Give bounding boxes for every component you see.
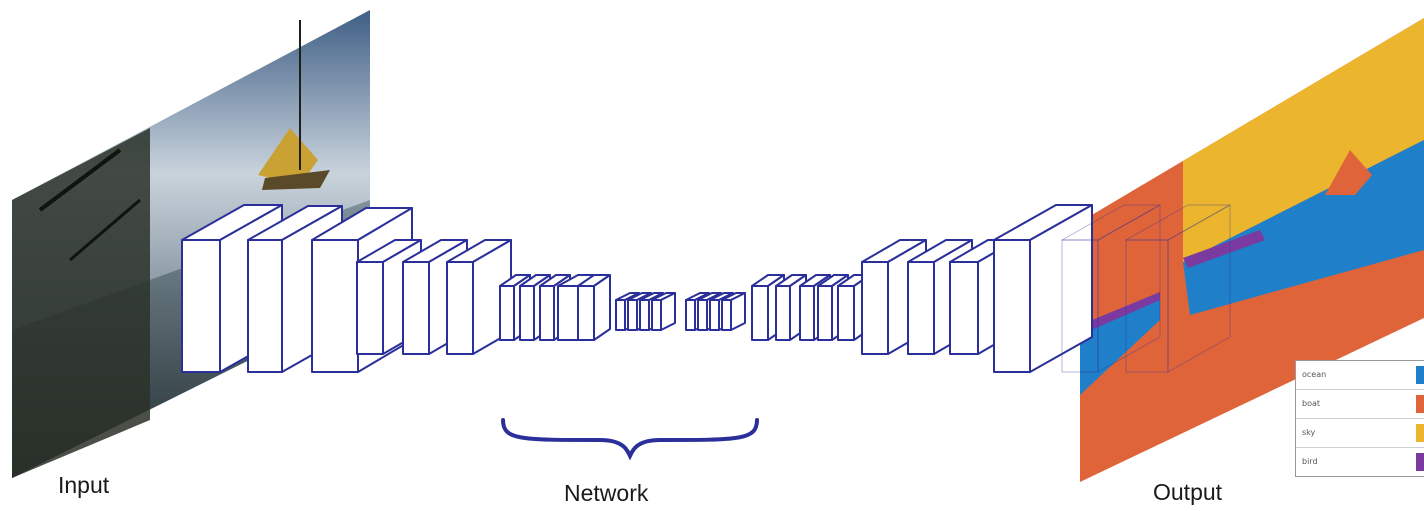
- legend-row-boat: boat: [1296, 390, 1424, 419]
- network-layer-block: [1125, 204, 1231, 373]
- sky-region: [1183, 18, 1424, 262]
- network-brace: [501, 418, 759, 461]
- network-layer-block: [993, 204, 1093, 373]
- legend-swatch: [1416, 395, 1424, 413]
- boat-sail: [258, 128, 318, 185]
- legend-swatch: [1416, 366, 1424, 384]
- input-label: Input: [58, 472, 110, 498]
- legend-label: ocean: [1302, 370, 1327, 379]
- legend: ocean boat sky bird: [1295, 360, 1424, 477]
- legend-label: boat: [1302, 399, 1321, 408]
- legend-row-ocean: ocean: [1296, 361, 1424, 390]
- legend-row-bird: bird: [1296, 448, 1424, 476]
- network-layer-block: [651, 292, 676, 331]
- legend-swatch: [1416, 424, 1424, 442]
- network-layers: [181, 204, 1231, 373]
- network-layer-block: [721, 292, 746, 331]
- network-layer-block: [1061, 204, 1161, 373]
- network-label: Network: [564, 480, 649, 506]
- network-layer-block: [577, 274, 611, 341]
- output-label: Output: [1153, 479, 1223, 505]
- legend-swatch: [1416, 453, 1424, 471]
- legend-row-sky: sky: [1296, 419, 1424, 448]
- legend-label: sky: [1302, 428, 1316, 437]
- legend-label: bird: [1302, 457, 1318, 466]
